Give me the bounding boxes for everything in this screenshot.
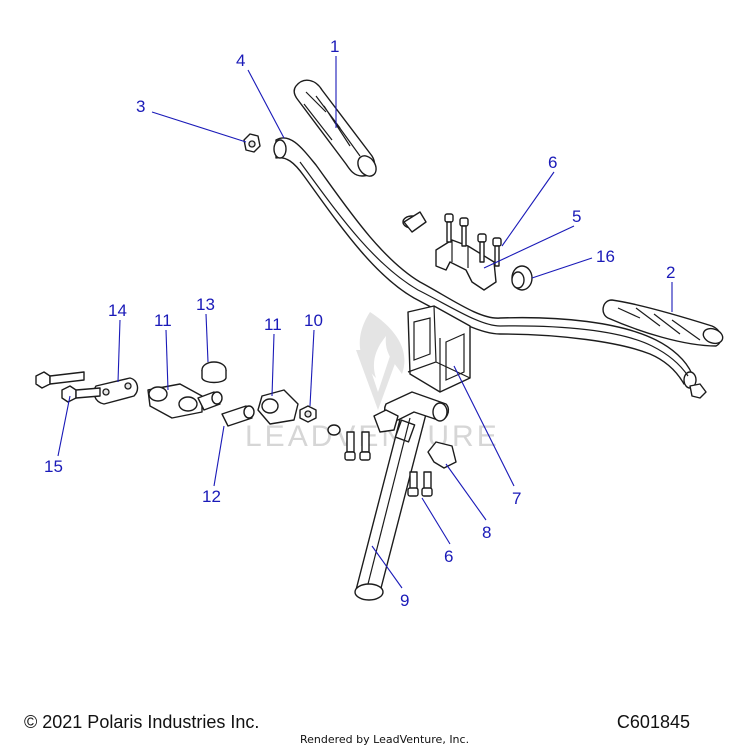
washer <box>327 424 341 436</box>
pivot-mount-right <box>257 389 299 425</box>
link-plate <box>93 377 139 405</box>
callout-7: 7 <box>512 489 521 508</box>
callout-16: 16 <box>596 247 615 266</box>
callout-11-right: 11 <box>264 315 282 334</box>
callout-2: 2 <box>666 263 675 282</box>
callout-10: 10 <box>304 311 323 330</box>
copyright-text: © 2021 Polaris Industries Inc. <box>24 712 260 732</box>
nut <box>299 405 317 423</box>
callout-5: 5 <box>572 207 581 226</box>
bar-end-cap <box>243 133 261 153</box>
callout-9: 9 <box>400 591 409 610</box>
callout-4: 4 <box>236 51 245 70</box>
callout-3: 3 <box>136 97 145 116</box>
bushing-ring <box>201 361 227 384</box>
callout-6-lower: 6 <box>444 547 453 566</box>
callout-15: 15 <box>44 457 63 476</box>
figure-id: C601845 <box>616 712 690 732</box>
right-grip <box>602 299 724 347</box>
rendered-by-text: Rendered by LeadVenture, Inc. <box>300 733 470 746</box>
callout-numbers: 1 2 3 4 5 6 6 7 8 9 10 11 11 12 13 14 15… <box>44 37 675 610</box>
collar-ring <box>511 265 533 291</box>
leadventure-watermark: LEADVENTURE <box>245 312 500 453</box>
leader-lines <box>57 56 673 589</box>
callout-6-upper: 6 <box>548 153 557 172</box>
callout-12: 12 <box>202 487 221 506</box>
pivot-mount-left <box>147 383 203 419</box>
spacer-short <box>197 391 223 411</box>
callout-13: 13 <box>196 295 215 314</box>
callout-11-left: 11 <box>154 311 172 330</box>
clamp-bolts-lower <box>344 431 433 497</box>
callout-14: 14 <box>108 301 127 320</box>
handlebar <box>273 137 697 389</box>
right-bar-end <box>689 383 707 399</box>
lower-clamp <box>373 409 457 469</box>
callout-8: 8 <box>482 523 491 542</box>
clamp-bolts-upper <box>444 213 502 267</box>
riser <box>407 305 471 393</box>
watermark-text: LEADVENTURE <box>245 420 500 453</box>
callout-1: 1 <box>330 37 339 56</box>
pivot-bolts <box>35 371 101 403</box>
left-grip <box>293 79 377 177</box>
spacer-long <box>221 405 255 427</box>
